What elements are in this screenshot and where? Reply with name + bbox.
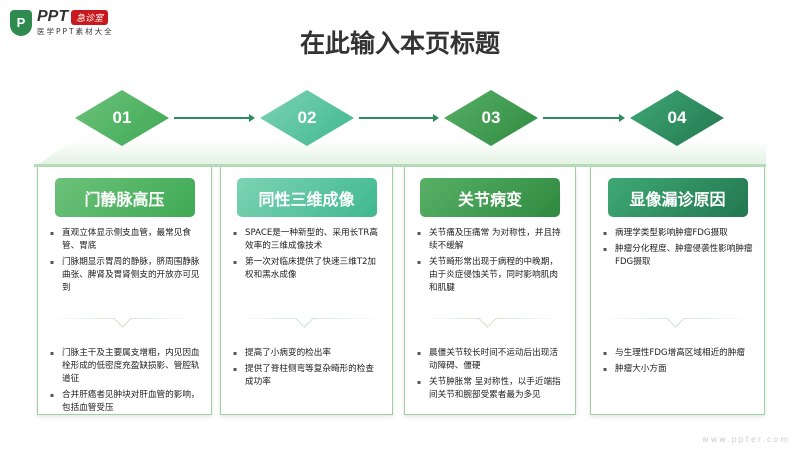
bottom-list: 与生理性FDG增高区域相近的肿瘤肿瘤大小方面 [591, 347, 764, 379]
chevron-divider [50, 318, 199, 319]
step-number: 04 [667, 108, 687, 127]
list-item: 门脉主干及主要属支增粗，内见因血栓形成的低密度充盈缺损影、管腔轨道征 [50, 347, 201, 386]
logo-subtitle: 医学PPT素材大全 [37, 27, 114, 36]
card-heading: 显像漏诊原因 [607, 178, 748, 217]
step-diamond-2: 02 [260, 90, 354, 146]
watermark: www.ppter.com [702, 435, 790, 444]
logo-tag: 急诊室 [71, 9, 109, 25]
logo-brand: PPT [37, 8, 69, 25]
list-item: 与生理性FDG增高区域相近的肿瘤 [603, 347, 754, 360]
card-heading: 同性三维成像 [236, 178, 377, 217]
step-card-4: 显像漏诊原因 病理学类型影响肿瘤FDG摄取肿瘤分化程度、肿瘤侵袭性影响肿瘤FDG… [590, 167, 765, 415]
top-list: SPACE是一种新型的、采用长TR高效率的三维成像技术第一次对临床提供了快速三维… [221, 227, 392, 282]
chevron-divider [417, 318, 563, 319]
bottom-list: 门脉主干及主要属支增粗，内见因血栓形成的低密度充盈缺损影、管腔轨道征合并肝癌者见… [38, 347, 211, 418]
list-item: 关节肿胀常 呈对称性，以手近端指间关节和腕部受累者最为多见 [417, 376, 565, 402]
bottom-list: 提高了小病变的检出率提供了脊柱侧弯等复杂畸形的检查成功率 [221, 347, 392, 392]
chevron-divider [233, 318, 380, 319]
step-diamond-3: 03 [444, 90, 538, 146]
list-item: 直观立体显示侧支血管，最常见食管、胃底 [50, 227, 201, 253]
list-item: 肿瘤分化程度、肿瘤侵袭性影响肿瘤FDG摄取 [603, 243, 754, 269]
chevron-divider [603, 318, 752, 319]
card-heading: 关节病变 [420, 178, 560, 217]
shield-logo-icon: P [10, 9, 32, 36]
list-item: 提供了脊柱侧弯等复杂畸形的检查成功率 [233, 363, 382, 389]
card-heading: 门静脉高压 [54, 178, 195, 217]
top-list: 关节痛及压痛常 为对称性，并且持续不缓解关节畸形常出现于病程的中晚期，由于炎症侵… [405, 227, 575, 295]
top-list: 病理学类型影响肿瘤FDG摄取肿瘤分化程度、肿瘤侵袭性影响肿瘤FDG摄取 [591, 227, 764, 269]
list-item: 晨僵关节较长时间不运动后出现活动障碍、僵硬 [417, 347, 565, 373]
step-number: 01 [112, 108, 132, 127]
top-list: 直观立体显示侧支血管，最常见食管、胃底门脉期显示胃周的静脉，脐周围静脉曲张、脾肾… [38, 227, 211, 295]
step-diamond-1: 01 [75, 90, 169, 146]
step-card-2: 同性三维成像 SPACE是一种新型的、采用长TR高效率的三维成像技术第一次对临床… [220, 167, 393, 415]
list-item: 提高了小病变的检出率 [233, 347, 382, 360]
list-item: 合并肝癌者见肿块对肝血管的影响，包括血管受压 [50, 389, 201, 415]
list-item: 第一次对临床提供了快速三维T2加权和黑水成像 [233, 256, 382, 282]
step-number: 03 [481, 108, 501, 127]
page-title: 在此输入本页标题 [299, 29, 500, 58]
step-number: 02 [297, 108, 317, 127]
list-item: 关节畸形常出现于病程的中晚期，由于炎症侵蚀关节，同时影响肌肉和肌腱 [417, 256, 565, 295]
arrow-icon [174, 114, 255, 122]
step-diamond-4: 04 [630, 90, 724, 146]
band-background [36, 140, 766, 166]
list-item: 肿瘤大小方面 [603, 363, 754, 376]
bottom-list: 晨僵关节较长时间不运动后出现活动障碍、僵硬关节肿胀常 呈对称性，以手近端指间关节… [405, 347, 575, 405]
step-card-1: 门静脉高压 直观立体显示侧支血管，最常见食管、胃底门脉期显示胃周的静脉，脐周围静… [37, 167, 212, 415]
arrow-icon [543, 114, 625, 122]
band-line [34, 164, 766, 167]
list-item: 关节痛及压痛常 为对称性，并且持续不缓解 [417, 227, 565, 253]
list-item: 病理学类型影响肿瘤FDG摄取 [603, 227, 754, 240]
step-card-3: 关节病变 关节痛及压痛常 为对称性，并且持续不缓解关节畸形常出现于病程的中晚期，… [404, 167, 576, 415]
arrow-icon [359, 114, 439, 122]
list-item: SPACE是一种新型的、采用长TR高效率的三维成像技术 [233, 227, 382, 253]
list-item: 门脉期显示胃周的静脉，脐周围静脉曲张、脾肾及胃肾侧支的开放亦可见到 [50, 256, 201, 295]
